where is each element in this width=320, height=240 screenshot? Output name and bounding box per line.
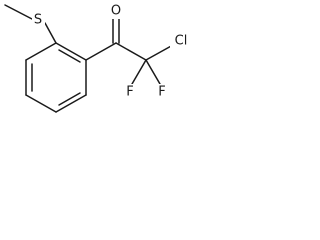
- bond-carbon-chlorine: [145, 44, 174, 61]
- fluorine-left-label-bg: [124, 84, 136, 100]
- bond-carbonyl-cf2cl: [115, 42, 147, 61]
- molecule-diagram: S O Cl F F: [4, 3, 192, 113]
- sulfur-label-bg: [32, 12, 45, 28]
- ring-bond-left-upper: [25, 42, 57, 61]
- ring-bond-bottom: [25, 94, 57, 113]
- bond-ring-carbonyl: [85, 42, 117, 61]
- ring-bond-top: [55, 42, 87, 61]
- atom-chlorine: Cl: [175, 34, 188, 49]
- bond-carbon-fluorine-right: [145, 59, 161, 85]
- oxygen-label-bg: [109, 3, 123, 19]
- bond-carbon-fluorine-left: [131, 59, 147, 85]
- atom-fluorine-left: F: [126, 85, 133, 100]
- atom-sulfur: S: [34, 13, 42, 28]
- bond-sulfur-ring: [44, 22, 57, 44]
- ring-bond-right-lower: [55, 94, 87, 113]
- ring-double-bond-lower-right: [58, 92, 81, 106]
- ring-double-bond-top: [58, 49, 81, 63]
- bond-methyl-sulfur: [4, 4, 33, 20]
- fluorine-right-label-bg: [156, 84, 168, 100]
- atom-oxygen: O: [111, 4, 121, 19]
- structure-canvas: S O Cl F F: [0, 0, 195, 152]
- chlorine-label-bg: [170, 33, 192, 50]
- atom-fluorine-right: F: [158, 85, 165, 100]
